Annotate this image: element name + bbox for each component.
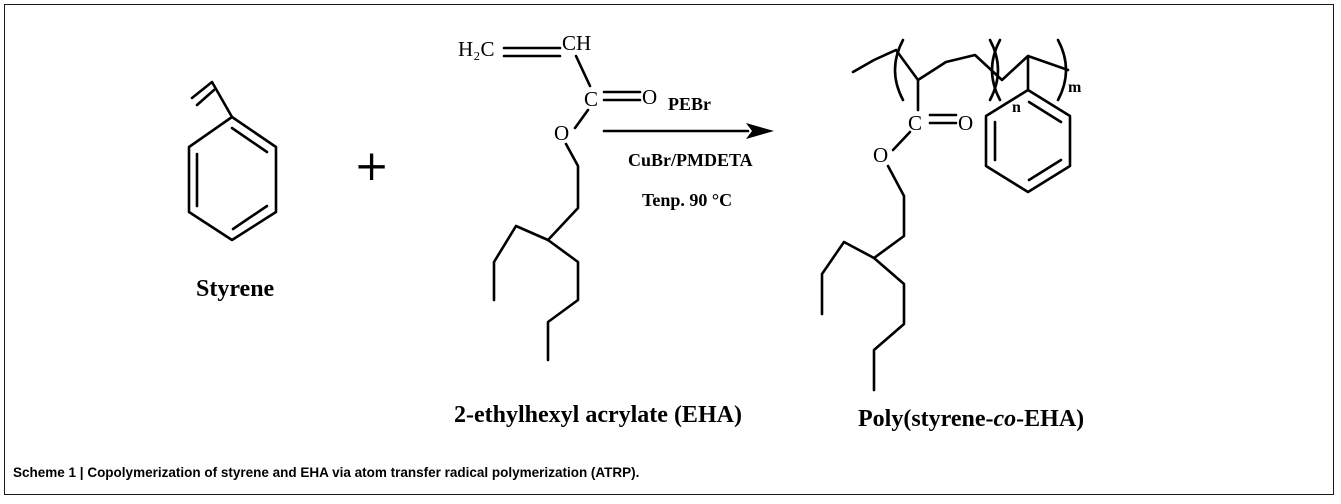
product-carbonyl-o-atom: O (958, 111, 973, 135)
styrene-label: Styrene (196, 276, 275, 302)
product-label-prefix: Poly(styrene- (858, 406, 994, 432)
eha-label: 2-ethylhexyl acrylate (EHA) (454, 402, 742, 428)
product-ester-o-atom: O (873, 143, 888, 167)
reaction-arrow-head (746, 123, 774, 139)
product-subscript-n: n (1012, 99, 1021, 116)
eha-ch-atom: CH (562, 31, 591, 55)
scheme-frame (4, 4, 1334, 495)
scheme-caption: Scheme 1 | Copolymerization of styrene a… (13, 465, 640, 480)
product-label-suffix: -EHA) (1016, 406, 1084, 432)
eha-c-atom: C (584, 87, 598, 111)
product-structure: n m C O O Poly(styrene-co-EHA) (820, 38, 1084, 432)
product-label: Poly(styrene-co-EHA) (858, 406, 1084, 432)
reaction-arrow-group: PEBr CuBr/PMDETA Tenp. 90 °C (602, 94, 774, 210)
eha-h2c-atom: H₂C (458, 37, 495, 61)
styrene-structure: Styrene (187, 80, 278, 302)
reagent-catalyst: CuBr/PMDETA (628, 150, 753, 170)
eha-carbonyl-o-atom: O (642, 85, 657, 109)
reagent-pebr: PEBr (668, 94, 711, 114)
product-subscript-m: m (1068, 79, 1082, 96)
reagent-temperature: Tenp. 90 °C (642, 190, 732, 210)
product-label-italic: co (994, 406, 1017, 432)
plus-sign: + (354, 141, 389, 190)
eha-structure: H₂C CH C O O 2-ethylhexyl acrylate (EHA) (454, 31, 742, 428)
product-c-atom: C (908, 111, 922, 135)
eha-ester-o-atom: O (554, 121, 569, 145)
